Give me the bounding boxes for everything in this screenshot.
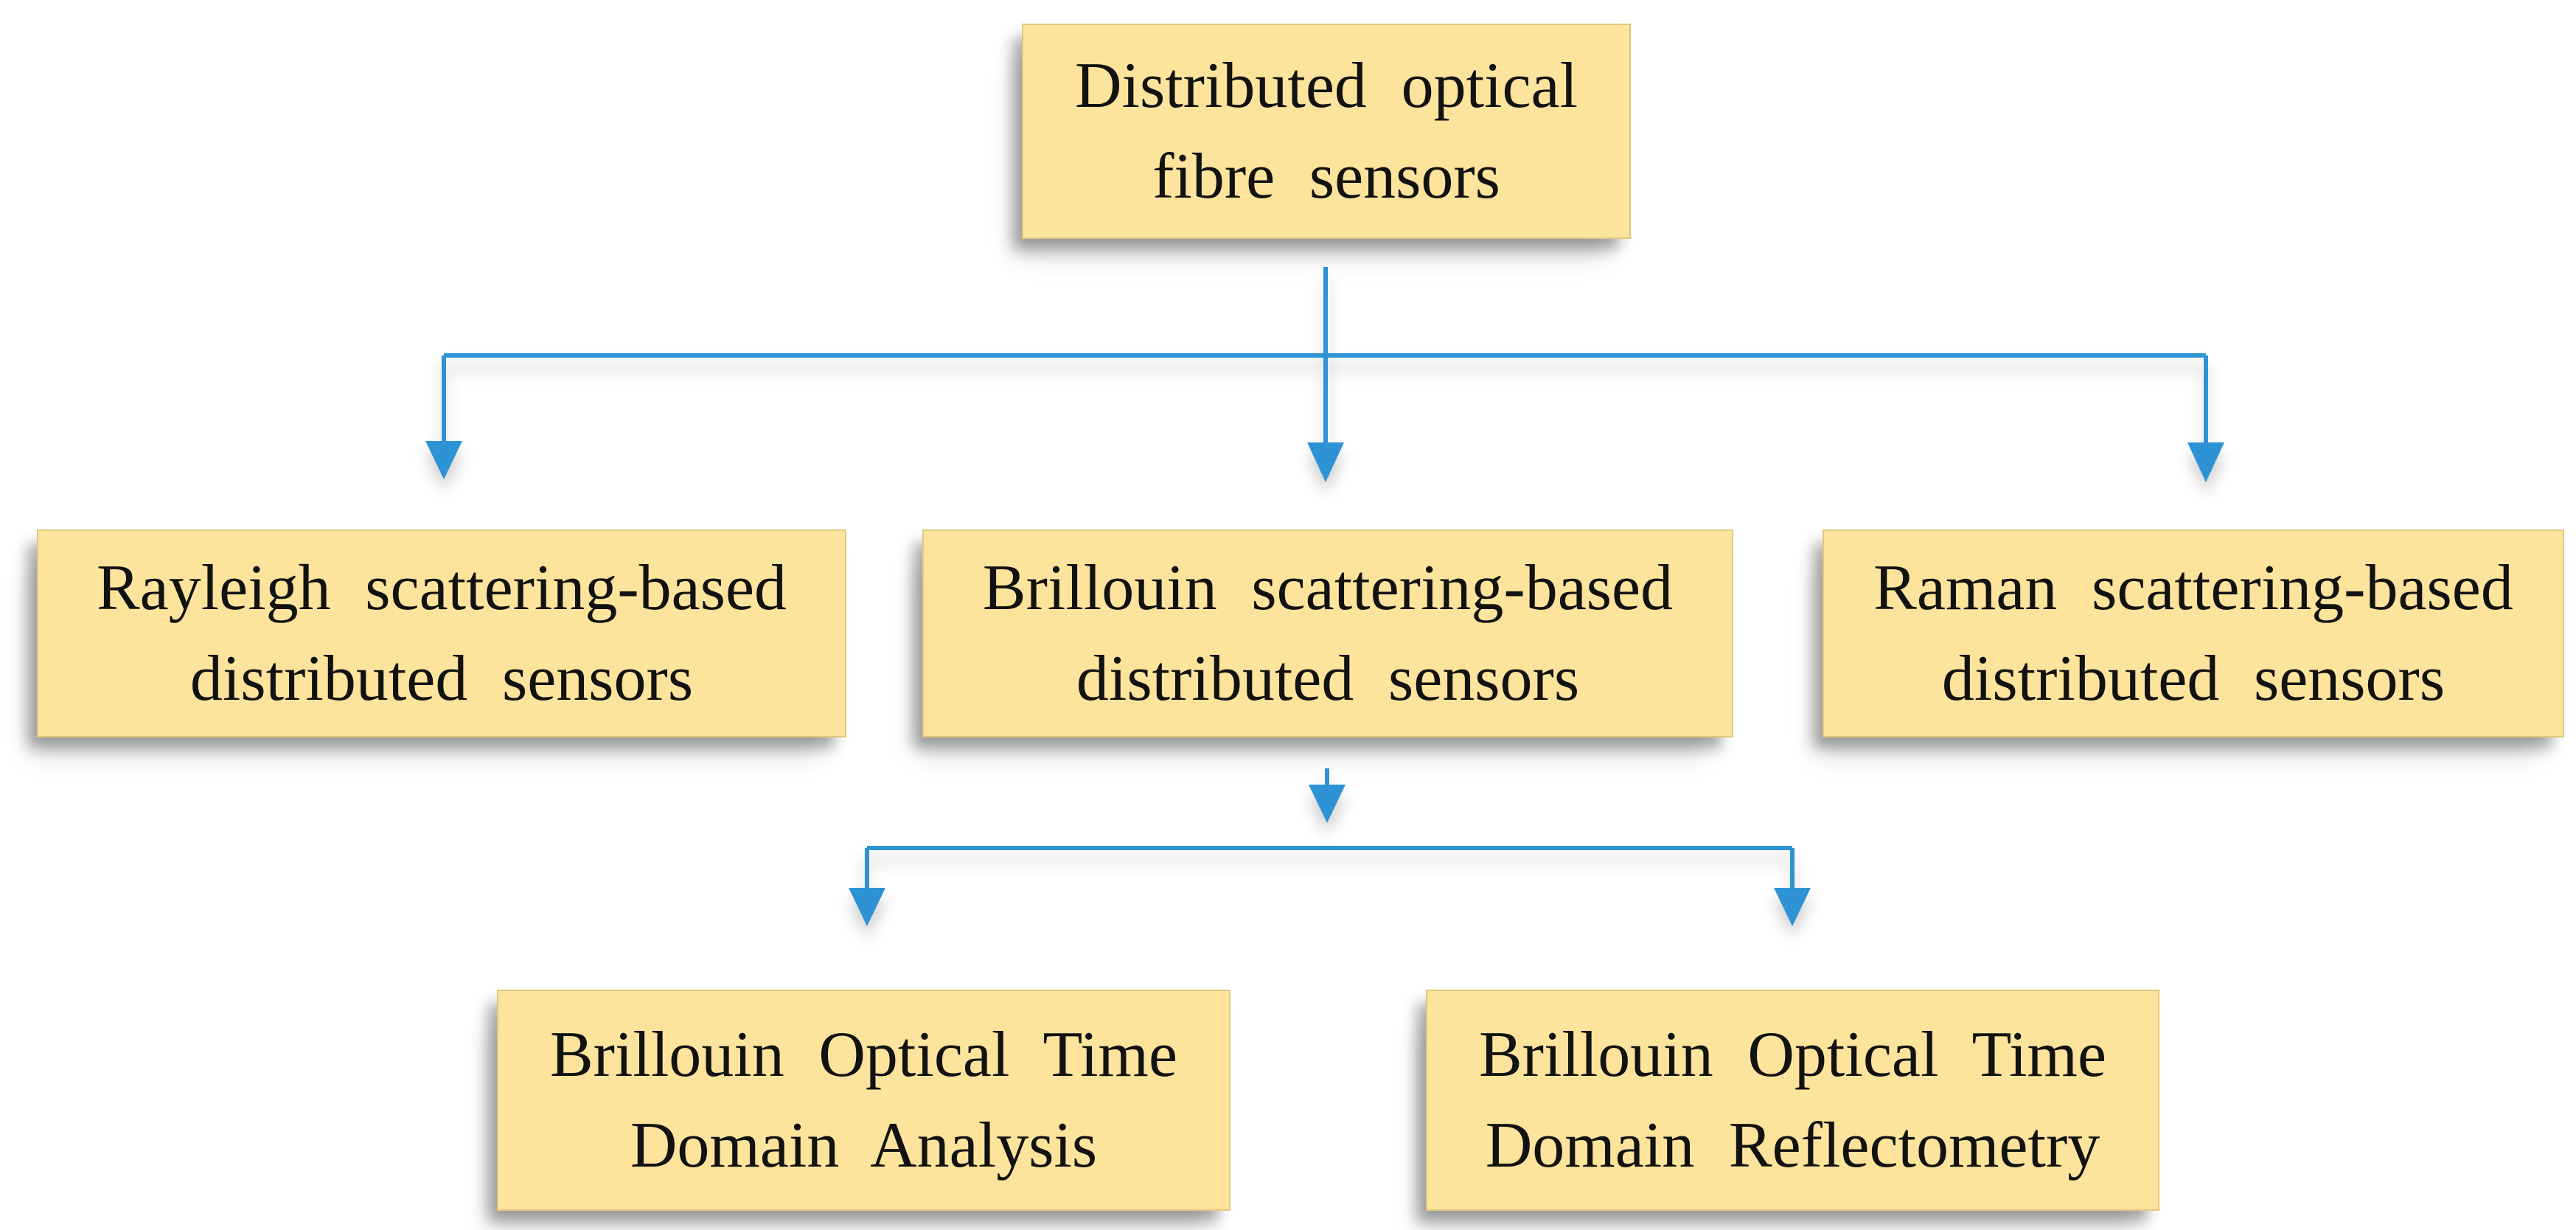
node-label-line: Brillouin scattering-based xyxy=(982,552,1674,624)
node-label-line: Domain Reflectometry xyxy=(1485,1110,2100,1181)
arrowhead-down-icon xyxy=(1309,785,1346,823)
edge-root-to-level1 xyxy=(425,267,2224,482)
node-distributed-optical-fibre-sensors: Distributed optical fibre sensors xyxy=(1022,24,1631,239)
node-label-line: distributed sensors xyxy=(1076,643,1580,715)
node-label-line: Distributed optical xyxy=(1074,49,1578,122)
arrowhead-down-icon xyxy=(2187,442,2224,482)
edge-brillouin-to-level2 xyxy=(849,768,1811,926)
arrowhead-down-icon xyxy=(1774,888,1811,926)
node-label-line: distributed sensors xyxy=(1941,643,2446,715)
node-rayleigh-scattering-based: Rayleigh scattering-based distributed se… xyxy=(37,529,846,737)
node-label-line: Brillouin Optical Time xyxy=(1478,1018,2107,1091)
arrowhead-down-icon xyxy=(849,888,885,926)
node-label-line: fibre sensors xyxy=(1152,141,1500,212)
node-label-line: Rayleigh scattering-based xyxy=(96,552,787,624)
node-brillouin-optical-time-domain-reflectometry: Brillouin Optical Time Domain Reflectome… xyxy=(1426,990,2159,1211)
node-label-line: Brillouin Optical Time xyxy=(549,1018,1178,1091)
node-raman-scattering-based: Raman scattering-based distributed senso… xyxy=(1823,529,2564,737)
node-brillouin-optical-time-domain-analysis: Brillouin Optical Time Domain Analysis xyxy=(497,990,1230,1211)
arrowhead-down-icon xyxy=(425,441,462,479)
node-label-line: distributed sensors xyxy=(189,643,694,715)
node-brillouin-scattering-based: Brillouin scattering-based distributed s… xyxy=(922,529,1733,737)
node-label-line: Domain Analysis xyxy=(630,1110,1098,1181)
node-label-line: Raman scattering-based xyxy=(1873,552,2513,624)
arrowhead-down-icon xyxy=(1307,442,1344,482)
